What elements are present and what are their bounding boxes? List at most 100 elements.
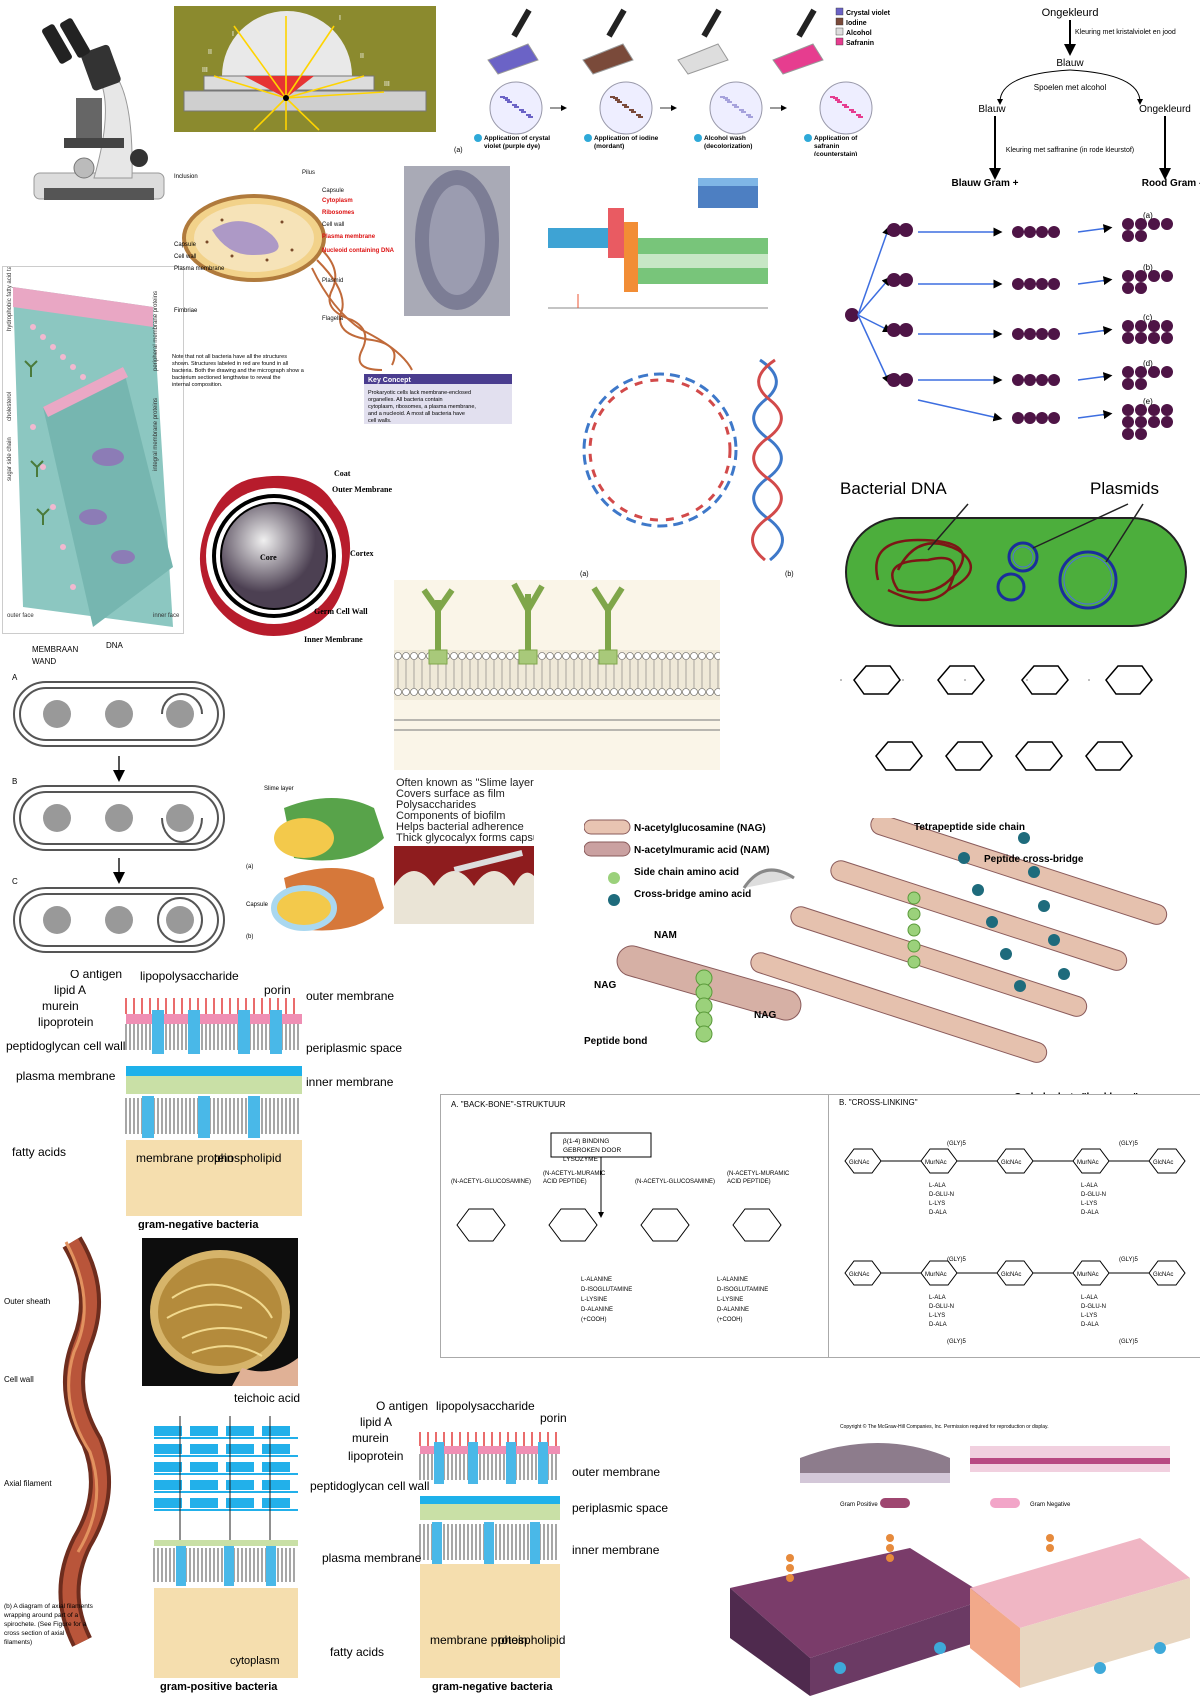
diagram-label: (N-ACETYL-MURAMIC [727,1171,790,1177]
diagram-label: lipid A [54,983,86,997]
diagram-label: sugar side chain [7,437,13,481]
diagram-label: outer membrane [572,1465,660,1479]
diagram-label: D-ALANINE [581,1307,613,1313]
diagram-label: Capsule [174,242,197,248]
diagram-label: GlcNAc [1153,1272,1173,1278]
diagram-label: Alcohol [846,30,872,37]
diagram-label: Side chain amino acid [634,867,739,878]
diagram-label: L-LYSINE [581,1297,607,1303]
diagram-label: B [12,777,17,786]
bacterial-dna-label: Bacterial DNA [840,479,947,498]
diagram-label: gram-negative bacteria [138,1219,259,1230]
diagram-label: bacterium sectioned lengthwise to reveal… [172,375,281,381]
petri-dish-photo [142,1238,298,1386]
diagram-label: L-LYSINE [717,1297,743,1303]
diagram-label: Plasmid [322,278,343,284]
diagram-label: β(1-4) BINDING [563,1138,609,1145]
diagram-label: L-ALANINE [581,1277,612,1283]
diagram-label: (GLY)5 [1119,1339,1139,1345]
diagram-label: II [208,49,212,56]
diagram-label: lipoprotein [348,1449,403,1463]
diagram-label: (decolorization) [704,143,752,150]
diagram-label: Cytoplasm [322,198,353,204]
diagram-label: (b) [1143,263,1153,272]
diagram-label: MurNAc [925,1272,947,1278]
diagram-label: MurNAc [1077,1272,1099,1278]
diagram-label: cytoplasm, ribosomes, a plasma membrane, [368,404,476,410]
diagram-label: L-LYS [1081,1201,1097,1207]
diagram-label: (+COOH) [581,1317,607,1323]
diagram-label: I [232,31,234,38]
diagram-label: Fimbriae [174,308,198,314]
svg-text:Kleuring met saffranine (in ro: Kleuring met saffranine (in rode kleurst… [1006,147,1134,154]
diagram-label: GEBROKEN DOOR [563,1147,621,1154]
diagram-label: periplasmic space [306,1041,402,1055]
diagram-label: (d) [1143,359,1153,368]
plasmids-label: Plasmids [1090,479,1159,498]
diagram-label: L-LYS [929,1313,945,1319]
diagram-label: (b) A diagram of axial filaments [4,1603,94,1610]
diagram-label: membrane protein [136,1151,233,1165]
diagram-label: plasma membrane [16,1069,116,1083]
diagram-label: (N-ACETYL-GLUCOSAMINE) [635,1179,715,1185]
diagram-label: D-GLU-N [929,1304,954,1310]
diagram-label: phospholipid [214,1151,281,1165]
diagram-label: Cell wall [4,1375,34,1384]
diagram-label: Outer sheath [4,1297,50,1306]
diagram-label: GlcNAc [1001,1272,1021,1278]
diagram-label: O antigen [70,970,122,981]
svg-text:(b): (b) [785,571,794,578]
cocci-arrangements: (a)(b)(c)(d)(e) [838,200,1200,460]
diagram-label: LYSOZYME [563,1156,599,1163]
svg-text:Copyright © The McGraw-Hill Co: Copyright © The McGraw-Hill Companies, I… [840,1423,1049,1430]
diagram-label: lipopolysaccharide [140,970,239,983]
diagram-label: inner membrane [306,1075,394,1089]
svg-text:(a): (a) [454,147,463,154]
diagram-label: NAM [654,930,677,941]
glycocalyx-membrane [394,580,720,770]
diagram-label: teichoic acid [234,1392,300,1405]
diagram-label: cholesterol [7,392,13,421]
diagram-label: NAG [594,980,616,991]
diagram-label: Axial filament [4,1479,52,1488]
diagram-label: II [360,53,364,60]
diagram-label: III [202,67,208,74]
diagram-label: D-GLU-N [1081,1304,1106,1310]
diagram-label: L-ALA [1081,1183,1098,1189]
diagram-label: GlcNAc [1153,1160,1173,1166]
svg-text:Gram Negative: Gram Negative [1030,1502,1071,1508]
diagram-label: Germ Cell Wall [314,607,368,616]
diagram-label: fatty acids [12,1145,66,1159]
diagram-label: (GLY)5 [947,1141,967,1147]
svg-text:Blauw: Blauw [978,104,1006,115]
diagram-label: organelles. All bacteria contain [368,397,443,403]
diagram-label: Peptide bond [584,1036,647,1047]
diagram-label: B. "CROSS-LINKING" [839,1098,918,1107]
diagram-label: (a) [1143,211,1153,220]
diagram-label: L-ALA [929,1295,946,1301]
diagram-label: cytoplasm [230,1655,280,1667]
diagram-label: ACID PEPTIDE) [543,1179,587,1185]
diagram-label: Note that not all bacteria have all the … [172,354,287,360]
svg-text:Blauw: Blauw [1056,58,1084,69]
diagram-label: DNA [106,641,124,650]
plasmid-diagram: Bacterial DNA Plasmids [838,470,1200,630]
diagram-label: L-ALA [929,1183,946,1189]
diagram-label: cell walls. [368,418,392,424]
diagram-label: Peptide cross-bridge [984,854,1084,865]
diagram-label: lipopolysaccharide [436,1399,535,1413]
diagram-label: shown. Structures labeled in red are fou… [172,361,288,367]
diagram-label: NAG [754,1010,776,1021]
gram-positive-schematic [548,168,768,338]
diagram-label: wrapping around part of a [3,1612,78,1619]
diagram-label: Pilus [302,170,315,176]
diagram-label: filaments) [4,1639,32,1646]
diagram-label: Ribosomes [322,210,355,216]
slime-line: Components of biofilm [396,810,506,822]
diagram-label: L-LYS [1081,1313,1097,1319]
svg-text:Blauw Gram +: Blauw Gram + [952,178,1019,189]
